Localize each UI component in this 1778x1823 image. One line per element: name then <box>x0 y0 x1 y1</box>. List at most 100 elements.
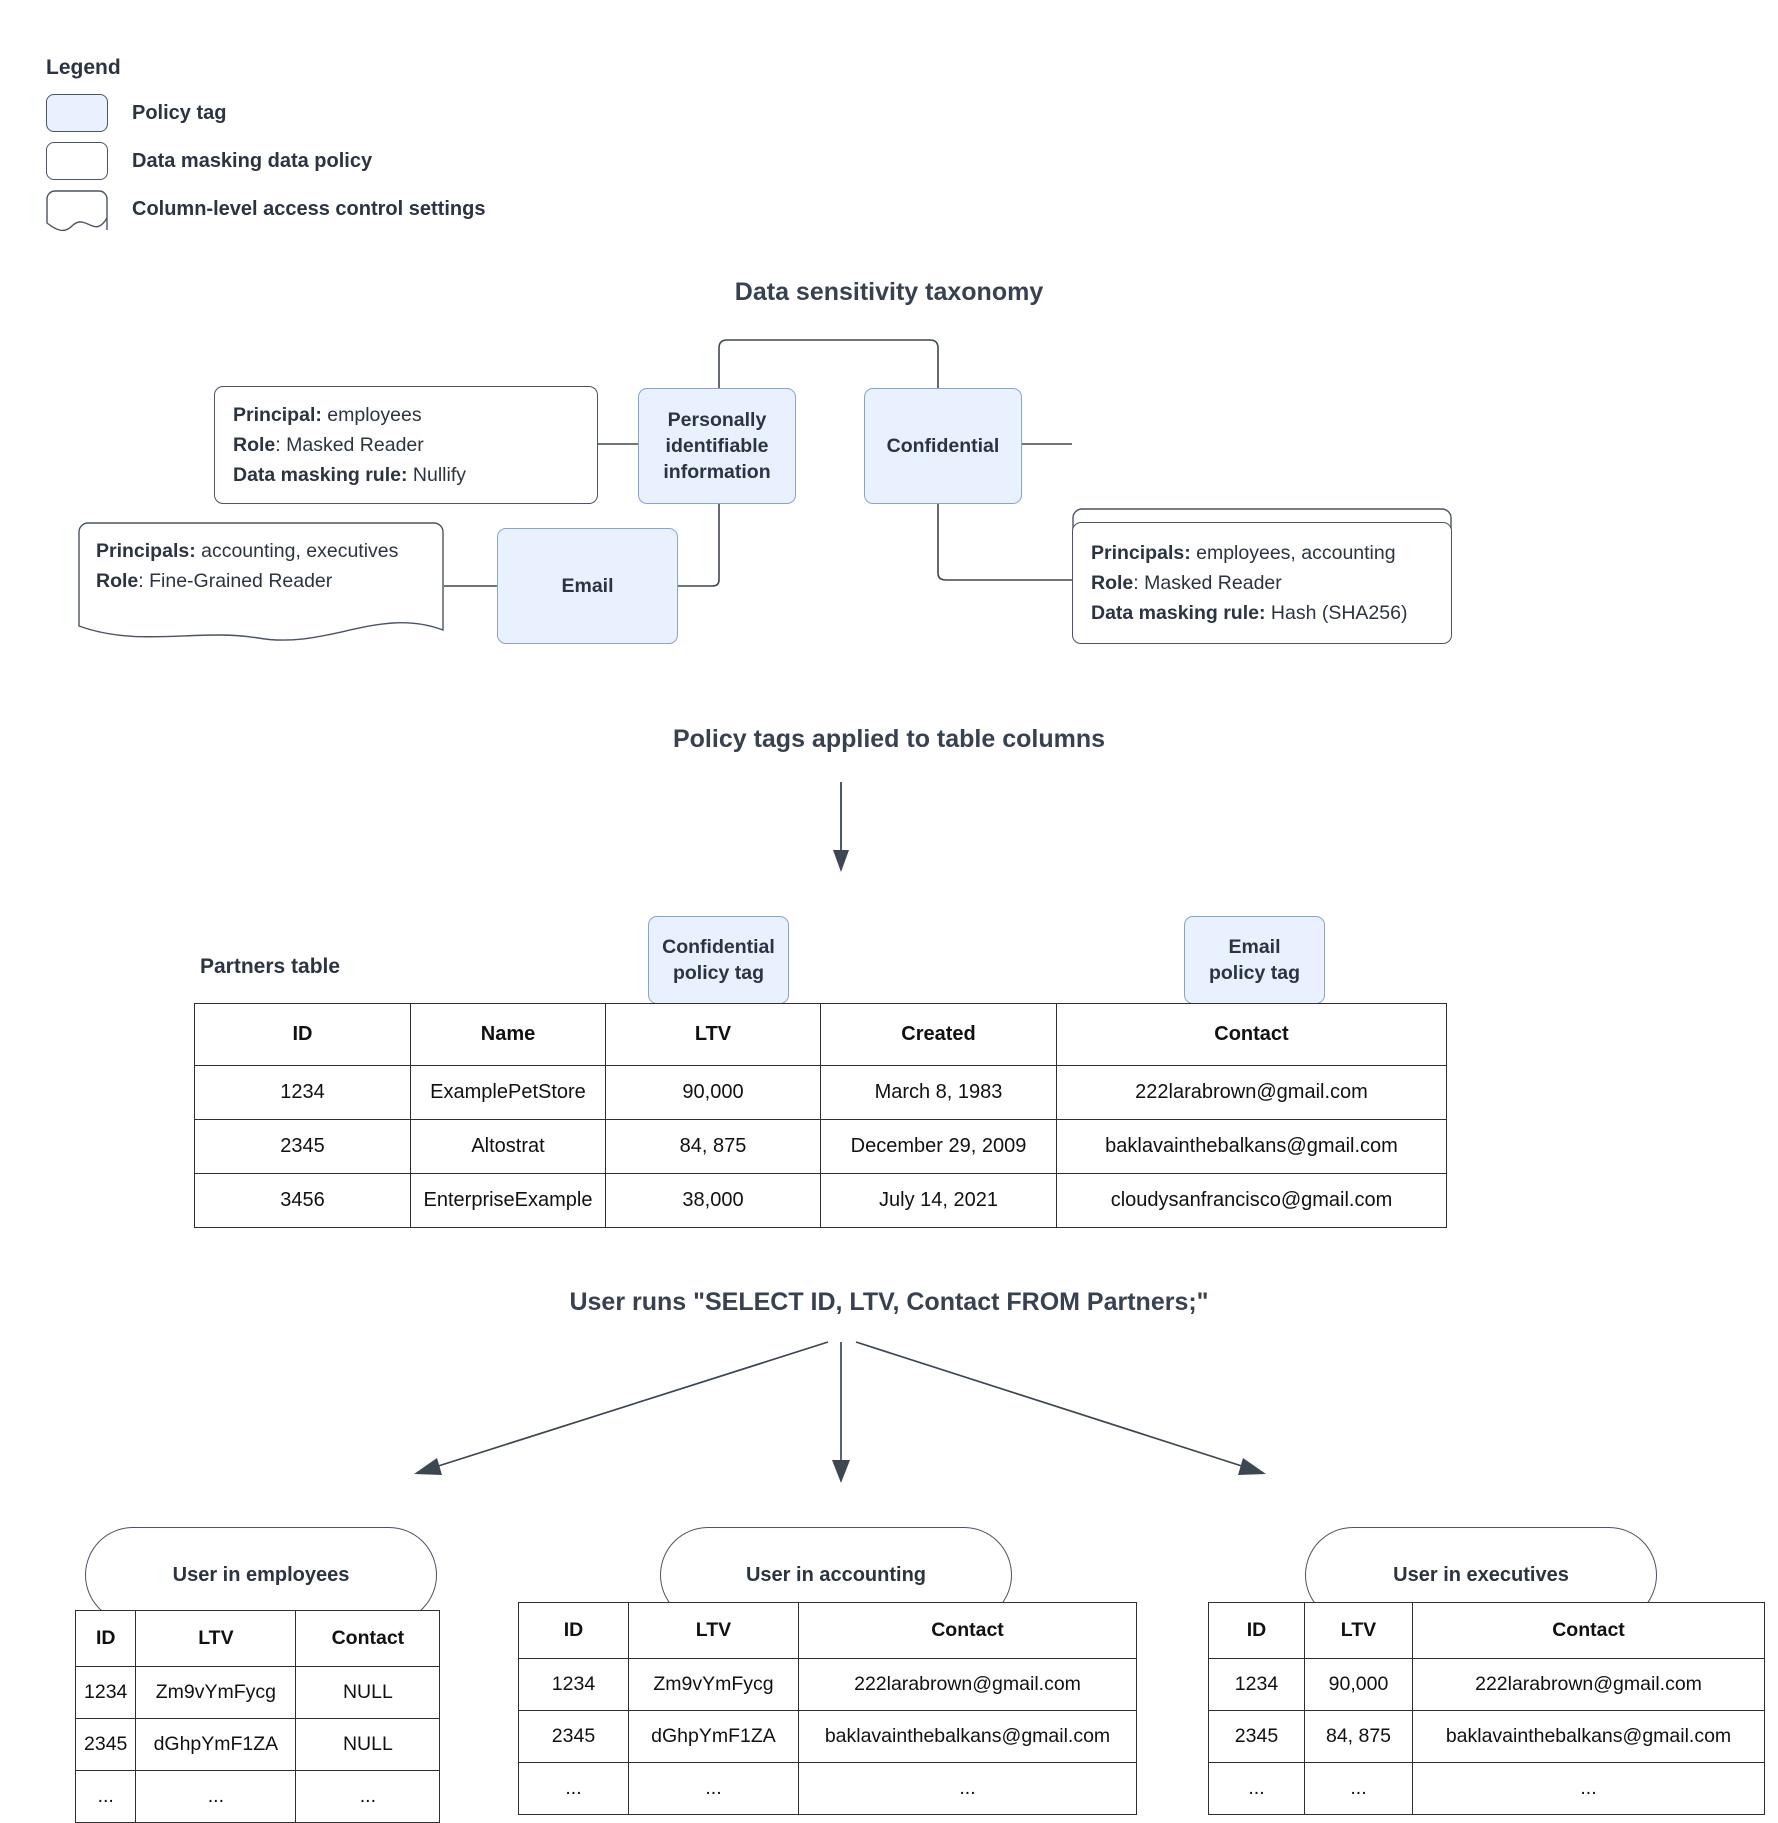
cell-name: ExamplePetStore <box>410 1065 606 1120</box>
cell-contact: cloudysanfrancisco@gmail.com <box>1056 1173 1447 1228</box>
table-row: 1234 ExamplePetStore 90,000 March 8, 198… <box>194 1065 1447 1120</box>
cell-contact: 222larabrown@gmail.com <box>1412 1658 1765 1711</box>
data-masking-swatch-icon <box>46 142 108 180</box>
cell-ltv: 90,000 <box>605 1065 821 1120</box>
cell-created: July 14, 2021 <box>820 1173 1057 1228</box>
legend-item-label: Data masking data policy <box>132 149 373 172</box>
cell-created: March 8, 1983 <box>820 1065 1057 1120</box>
policy-line-rule: Data masking rule: Hash (SHA256) <box>1091 602 1408 625</box>
cell-ltv: ... <box>1304 1762 1413 1815</box>
policy-tags-section-title: Policy tags applied to table columns <box>672 725 1106 753</box>
cell-name: Altostrat <box>410 1119 606 1174</box>
user-node-label: User in accounting <box>745 1563 927 1586</box>
column-header-contact: Contact <box>1056 1003 1447 1066</box>
cell-contact: ... <box>798 1762 1137 1815</box>
policy-tag-label: Personally identifiable information <box>663 408 771 484</box>
table-row: 2345 Altostrat 84, 875 December 29, 2009… <box>194 1119 1447 1174</box>
table-header-row: ID LTV Contact <box>1208 1602 1765 1659</box>
column-access-settings-email: Principals: accounting, executives Role:… <box>78 522 444 644</box>
user-node-label: User in employees <box>172 1563 350 1586</box>
cell-contact: 222larabrown@gmail.com <box>798 1658 1137 1711</box>
table-header-row: ID Name LTV Created Contact <box>194 1003 1447 1066</box>
column-header-id: ID <box>1208 1602 1305 1659</box>
table-header-row: ID LTV Contact <box>518 1602 1137 1659</box>
policy-tag-chip-line1: Confidential <box>662 935 775 958</box>
cell-id: ... <box>518 1762 629 1815</box>
cell-id: 2345 <box>74 1718 137 1771</box>
column-header-id: ID <box>194 1003 411 1066</box>
cell-id: 2345 <box>1208 1710 1305 1763</box>
user-node-employees: User in employees <box>85 1527 437 1623</box>
cell-ltv: 38,000 <box>605 1173 821 1228</box>
cell-ltv: 84, 875 <box>605 1119 821 1174</box>
cell-id: 1234 <box>194 1065 411 1120</box>
column-header-created: Created <box>820 1003 1057 1066</box>
policy-line-role: Role: Masked Reader <box>233 433 424 456</box>
cell-created: December 29, 2009 <box>820 1119 1057 1174</box>
legend-item-policy-tag: Policy tag <box>46 90 485 136</box>
cell-id: 1234 <box>518 1658 629 1711</box>
policy-line-rule: Data masking rule: Nullify <box>233 464 466 487</box>
cell-ltv: ... <box>135 1770 297 1823</box>
table-row: ... ... ... <box>74 1770 441 1823</box>
table-row: 1234 Zm9vYmFycg NULL <box>74 1666 441 1719</box>
cell-id: 1234 <box>74 1666 137 1719</box>
policy-tag-swatch-icon <box>46 94 108 132</box>
result-table-accounting: ID LTV Contact 1234 Zm9vYmFycg 222larabr… <box>518 1602 1137 1815</box>
table-row: 2345 dGhpYmF1ZA baklavainthebalkans@gmai… <box>518 1710 1137 1763</box>
policy-tags-down-arrow-icon <box>833 782 849 872</box>
policy-tag-pii[interactable]: Personally identifiable information <box>638 388 796 504</box>
cell-ltv: ... <box>628 1762 799 1815</box>
query-section-title: User runs "SELECT ID, LTV, Contact FROM … <box>569 1288 1209 1316</box>
legend-item-label: Column-level access control settings <box>132 197 486 220</box>
cell-contact: 222larabrown@gmail.com <box>1056 1065 1447 1120</box>
result-table-executives: ID LTV Contact 1234 90,000 222larabrown@… <box>1208 1602 1765 1815</box>
table-row: 1234 90,000 222larabrown@gmail.com <box>1208 1658 1765 1711</box>
policy-tag-chip-email[interactable]: Email policy tag <box>1184 916 1325 1004</box>
taxonomy-section-title: Data sensitivity taxonomy <box>734 278 1044 306</box>
legend-item-data-masking-policy: Data masking data policy <box>46 138 485 184</box>
cell-id: 2345 <box>194 1119 411 1174</box>
policy-line-role: Role: Fine-Grained Reader <box>96 570 333 593</box>
policy-tag-chip-line2: policy tag <box>672 962 764 984</box>
cell-id: 3456 <box>194 1173 411 1228</box>
cell-ltv: dGhpYmF1ZA <box>135 1718 297 1771</box>
table-row: 2345 dGhpYmF1ZA NULL <box>74 1718 441 1771</box>
column-header-ltv: LTV <box>605 1003 821 1066</box>
cell-name: EnterpriseExample <box>410 1173 606 1228</box>
column-header-contact: Contact <box>295 1610 441 1667</box>
cell-contact: baklavainthebalkans@gmail.com <box>1056 1119 1447 1174</box>
policy-line-principals: Principals: accounting, executives <box>96 540 399 562</box>
result-table-executives-wrapper: ID LTV Contact 1234 90,000 222larabrown@… <box>1208 1602 1765 1815</box>
column-header-id: ID <box>74 1610 137 1667</box>
table-row: ... ... ... <box>1208 1762 1765 1815</box>
data-masking-policy-confidential: Principals: employees, accounting Role: … <box>1072 522 1452 644</box>
policy-tag-chip-confidential[interactable]: Confidential policy tag <box>648 916 789 1004</box>
legend-title: Legend <box>46 56 121 79</box>
taxonomy-connectors <box>444 339 1072 587</box>
policy-tag-confidential[interactable]: Confidential <box>864 388 1022 504</box>
data-masking-policy-pii: Principal: employees Role: Masked Reader… <box>214 386 598 504</box>
table-row: 1234 Zm9vYmFycg 222larabrown@gmail.com <box>518 1658 1137 1711</box>
cell-ltv: Zm9vYmFycg <box>135 1666 297 1719</box>
query-fanout-arrows-icon <box>414 1341 1266 1483</box>
policy-tag-label: Email <box>561 574 614 597</box>
cell-contact: baklavainthebalkans@gmail.com <box>798 1710 1137 1763</box>
table-row: ... ... ... <box>518 1762 1137 1815</box>
column-header-contact: Contact <box>1412 1602 1765 1659</box>
cell-ltv: dGhpYmF1ZA <box>628 1710 799 1763</box>
cell-contact: NULL <box>295 1666 441 1719</box>
partners-table: ID Name LTV Created Contact 1234 Example… <box>194 1003 1447 1228</box>
policy-line-principal: Principal: employees <box>233 403 422 426</box>
cell-contact: ... <box>1412 1762 1765 1815</box>
cell-ltv: Zm9vYmFycg <box>628 1658 799 1711</box>
legend-item-column-access-settings: Column-level access control settings <box>46 186 485 232</box>
cell-contact: NULL <box>295 1718 441 1771</box>
cell-id: ... <box>74 1770 137 1823</box>
result-table-employees: ID LTV Contact 1234 Zm9vYmFycg NULL 2345… <box>74 1610 441 1823</box>
result-table-employees-wrapper: ID LTV Contact 1234 Zm9vYmFycg NULL 2345… <box>74 1610 441 1823</box>
cell-contact: baklavainthebalkans@gmail.com <box>1412 1710 1765 1763</box>
column-header-name: Name <box>410 1003 606 1066</box>
policy-tag-email[interactable]: Email <box>497 528 678 644</box>
cell-contact: ... <box>295 1770 441 1823</box>
